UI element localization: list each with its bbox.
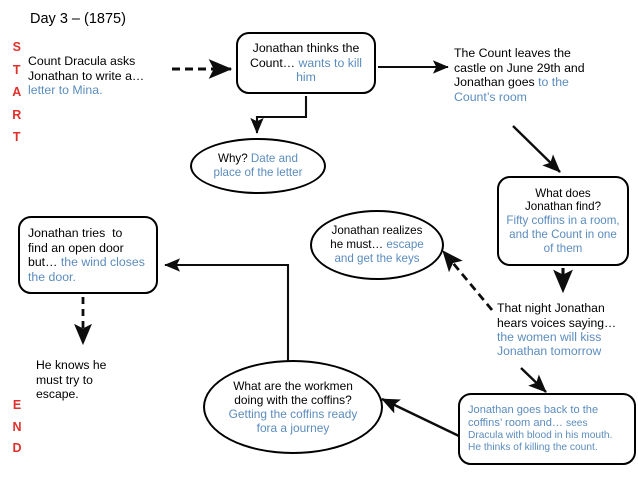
node-why-line2: place of the letter bbox=[213, 166, 303, 179]
node-workmen-coffins-line4: fora a journey bbox=[256, 421, 330, 436]
node-jonathan-thinks-line2-blue: wants to kill bbox=[298, 55, 363, 70]
start-letter-s: S bbox=[12, 40, 22, 54]
node-why-line1-black: Why? bbox=[218, 152, 251, 166]
page-title-text: Day 3 – (1875) bbox=[30, 11, 126, 28]
node-jonathan-goes-back-line1: Jonathan goes back to the bbox=[468, 403, 599, 416]
node-jonathan-tries-door[interactable]: Jonathan tries to find an open door but…… bbox=[18, 216, 158, 294]
node-jonathan-thinks-line1: Jonathan thinks the bbox=[252, 41, 360, 56]
connector-leaves-to-find bbox=[512, 125, 561, 173]
node-count-leaves: The Count leaves the castle on June 29th… bbox=[454, 44, 624, 106]
node-he-knows-escape-line2: must try to bbox=[36, 372, 93, 387]
connector-voices-to-back bbox=[520, 367, 547, 393]
node-jonathan-tries-door-line3-blue: the wind closes bbox=[60, 255, 145, 269]
node-why-ellipse[interactable]: Why? Date and place of the letter bbox=[190, 138, 326, 194]
node-jonathan-tries-door-line4: the door. bbox=[28, 269, 76, 284]
node-jonathan-thinks[interactable]: Jonathan thinks the Count… wants to kill… bbox=[236, 32, 376, 94]
node-jonathan-find-line4: and the Count in one bbox=[509, 227, 617, 241]
node-count-leaves-line3-black: Jonathan goes bbox=[454, 75, 539, 89]
node-start-note-line1: Count Dracula asks bbox=[28, 54, 136, 69]
node-jonathan-goes-back-line4: He thinks of killing the count. bbox=[468, 442, 598, 454]
node-night-voices-line2: hears voices saying… bbox=[497, 315, 617, 330]
connector-voices-to-realizes bbox=[441, 250, 494, 311]
node-jonathan-goes-back[interactable]: Jonathan goes back to the coffins’ room … bbox=[458, 393, 636, 465]
start-letter-a: A bbox=[12, 85, 22, 100]
node-jonathan-realizes-line1: Jonathan realizes bbox=[331, 224, 423, 238]
node-jonathan-tries-door-line3: but… the wind closes bbox=[28, 255, 148, 270]
connector-back-to-workmen bbox=[381, 397, 460, 438]
node-jonathan-realizes-line2-black: he must… bbox=[330, 238, 387, 252]
node-start-note-line3: letter to Mina. bbox=[28, 83, 103, 98]
node-night-voices: That night Jonathan hears voices saying…… bbox=[497, 295, 637, 365]
start-marker: S T A R T bbox=[8, 40, 26, 145]
node-start-note-line2: Jonathan to write a… bbox=[28, 68, 145, 83]
start-letter-t2: T bbox=[12, 130, 22, 145]
node-count-leaves-line3-blue: to the bbox=[538, 75, 569, 89]
node-workmen-coffins-line3: Getting the coffins ready bbox=[228, 407, 358, 421]
node-count-leaves-line2: castle on June 29th and bbox=[454, 60, 585, 75]
node-why-line1-blue: Date and bbox=[250, 152, 298, 166]
end-letter-e: E bbox=[12, 398, 22, 412]
node-jonathan-find-line1: What does bbox=[535, 186, 591, 200]
start-letter-r: R bbox=[12, 107, 22, 122]
node-jonathan-thinks-line2-black: Count… bbox=[249, 55, 299, 70]
start-letter-t1: T bbox=[12, 62, 22, 77]
node-jonathan-find[interactable]: What does Jonathan find? Fifty coffins i… bbox=[497, 176, 629, 266]
node-jonathan-find-line2: Jonathan find? bbox=[524, 200, 602, 214]
node-he-knows-escape-line1: He knows he bbox=[36, 358, 107, 373]
node-count-leaves-line4: Count’s room bbox=[454, 89, 527, 104]
node-jonathan-goes-back-line2: coffins’ room and… sees bbox=[468, 417, 626, 430]
node-count-leaves-line3: Jonathan goes to the bbox=[454, 75, 624, 90]
node-jonathan-tries-door-line2: find an open door bbox=[28, 240, 124, 255]
node-jonathan-realizes-line3: and get the keys bbox=[334, 251, 420, 265]
node-night-voices-line1: That night Jonathan bbox=[497, 301, 605, 316]
page-title: Day 3 – (1875) bbox=[30, 8, 230, 32]
node-jonathan-goes-back-line2-large: coffins’ room and… bbox=[468, 416, 567, 429]
node-count-leaves-line1: The Count leaves the bbox=[454, 46, 571, 60]
node-workmen-coffins-line2: doing with the coffins? bbox=[234, 392, 352, 407]
node-jonathan-goes-back-line3: Dracula with blood in his mouth. bbox=[468, 430, 613, 442]
end-letter-n: N bbox=[12, 419, 22, 434]
node-he-knows-escape: He knows he must try to escape. bbox=[36, 352, 142, 408]
node-jonathan-realizes[interactable]: Jonathan realizes he must… escape and ge… bbox=[310, 210, 444, 280]
node-jonathan-tries-door-line3-black: but… bbox=[28, 255, 61, 269]
end-marker: E N D bbox=[8, 398, 26, 456]
node-jonathan-thinks-line3: him bbox=[296, 70, 316, 85]
node-jonathan-find-line5: of them bbox=[543, 241, 583, 255]
node-night-voices-line4: Jonathan tomorrow bbox=[497, 344, 602, 359]
node-why-line1: Why? Date and bbox=[202, 152, 314, 166]
connector-workmen-to-tries bbox=[164, 258, 290, 361]
node-jonathan-realizes-line2-blue: escape bbox=[386, 238, 424, 252]
node-jonathan-thinks-line2: Count… wants to kill bbox=[246, 56, 366, 71]
node-jonathan-tries-door-line1: Jonathan tries to bbox=[28, 226, 123, 240]
node-jonathan-find-line3: Fifty coffins in a room, bbox=[506, 214, 620, 228]
node-start-note: Count Dracula asks Jonathan to write a… … bbox=[28, 48, 168, 104]
connector-thinks-to-why bbox=[250, 96, 308, 134]
node-jonathan-goes-back-line2-small: sees bbox=[566, 417, 588, 429]
node-workmen-coffins[interactable]: What are the workmen doing with the coff… bbox=[203, 360, 383, 454]
node-night-voices-line3: the women will kiss bbox=[497, 330, 602, 344]
node-workmen-coffins-line1: What are the workmen bbox=[233, 378, 353, 393]
node-jonathan-realizes-line2: he must… escape bbox=[324, 238, 430, 252]
end-letter-d: D bbox=[12, 441, 22, 456]
node-he-knows-escape-line3: escape. bbox=[36, 387, 79, 402]
